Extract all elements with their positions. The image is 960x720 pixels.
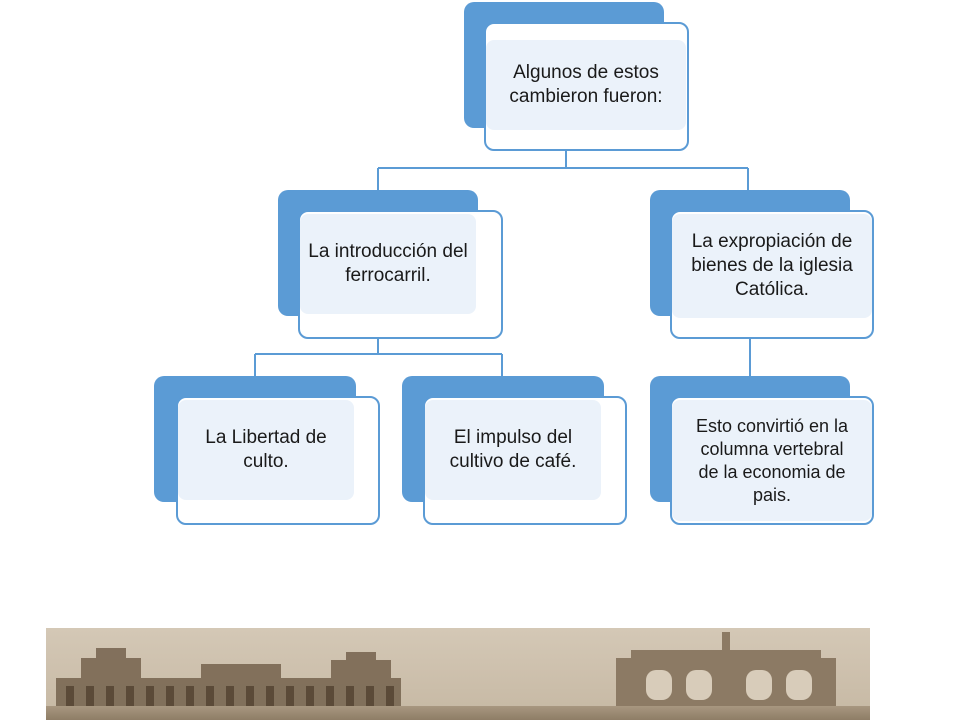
- node-right-child-label: Esto convirtió en la columna vertebral d…: [672, 400, 872, 521]
- node-root-label: Algunos de estos cambieron fueron:: [486, 40, 686, 130]
- node-right-label: La expropiación de bienes de la iglesia …: [672, 214, 872, 318]
- connector-root-children: [377, 150, 749, 190]
- palace-illustration: [46, 628, 870, 720]
- connector-left-children: [254, 338, 503, 376]
- node-left-right-label: El impulso del cultivo de café.: [425, 400, 601, 500]
- sepia-palace-photo: [46, 628, 870, 720]
- node-left-left-label: La Libertad de culto.: [178, 400, 354, 500]
- node-left-label: La introducción del ferrocarril.: [300, 214, 476, 314]
